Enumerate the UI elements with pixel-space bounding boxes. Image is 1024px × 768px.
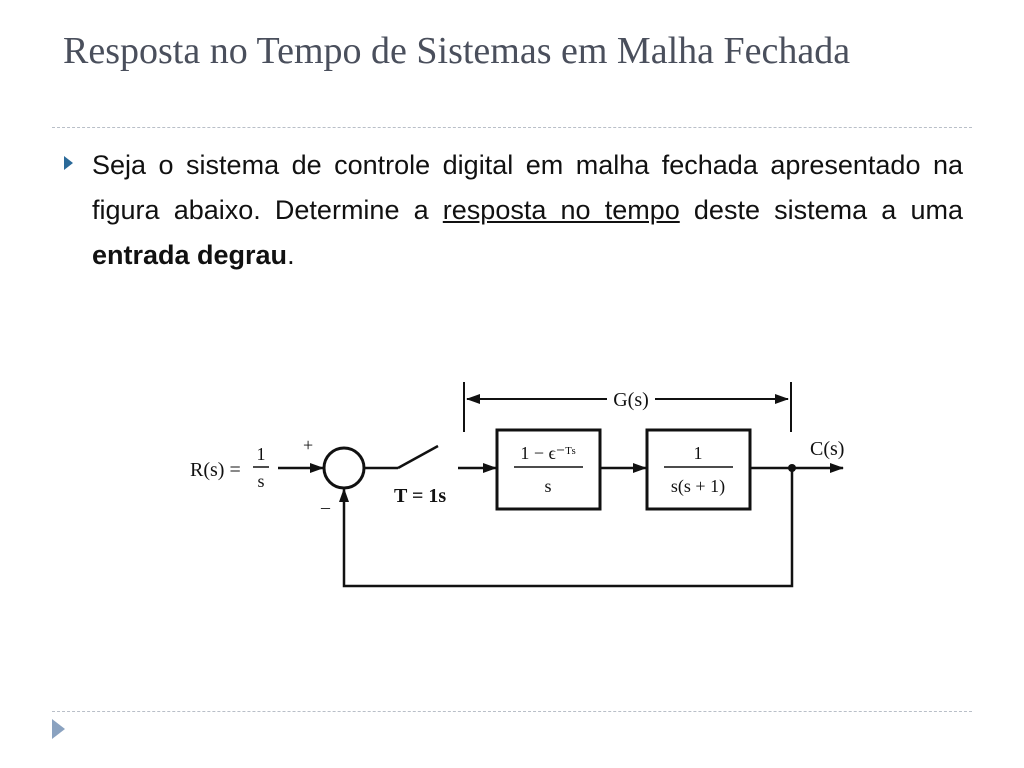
input-fraction-denominator: s <box>257 471 264 491</box>
plant-numerator: 1 <box>694 443 703 463</box>
input-label: R(s) = <box>190 459 241 481</box>
bullet-text-part2: deste sistema a uma <box>679 195 963 225</box>
hold-denominator: s <box>544 476 551 496</box>
bullet-text-part1: Seja o sistema de controle digital em ma… <box>92 150 963 225</box>
minus-sign: – <box>320 497 331 517</box>
plant-block <box>645 428 752 511</box>
block-diagram: R(s) = 1 s + – T = 1s 1 − ϵ⁻ᵀˢ s 1 s(s +… <box>190 382 844 588</box>
corner-arrow-icon <box>52 719 65 739</box>
output-label: C(s) <box>810 438 844 460</box>
bullet-text-part3: . <box>287 240 295 270</box>
bullet-text-bold: entrada degrau <box>92 240 288 270</box>
summing-junction <box>322 446 366 490</box>
forward-path-label: G(s) <box>613 389 649 411</box>
bullet-arrow-icon <box>64 156 73 170</box>
hold-block <box>495 428 602 511</box>
slide-title: Resposta no Tempo de Sistemas em Malha F… <box>63 30 851 72</box>
sampler-period-label: T = 1s <box>394 485 446 507</box>
hold-numerator: 1 − ϵ⁻ᵀˢ <box>520 443 575 463</box>
bullet-text-underlined: resposta no tempo <box>442 195 680 225</box>
sampler-switch-blade <box>397 444 439 470</box>
title-divider <box>52 127 972 128</box>
bullet-text: Seja o sistema de controle digital em ma… <box>92 143 963 278</box>
plus-sign: + <box>303 435 313 455</box>
footer-divider <box>52 711 972 712</box>
plant-denominator: s(s + 1) <box>671 476 725 497</box>
feedback-path <box>339 468 794 588</box>
input-fraction-numerator: 1 <box>257 444 266 464</box>
